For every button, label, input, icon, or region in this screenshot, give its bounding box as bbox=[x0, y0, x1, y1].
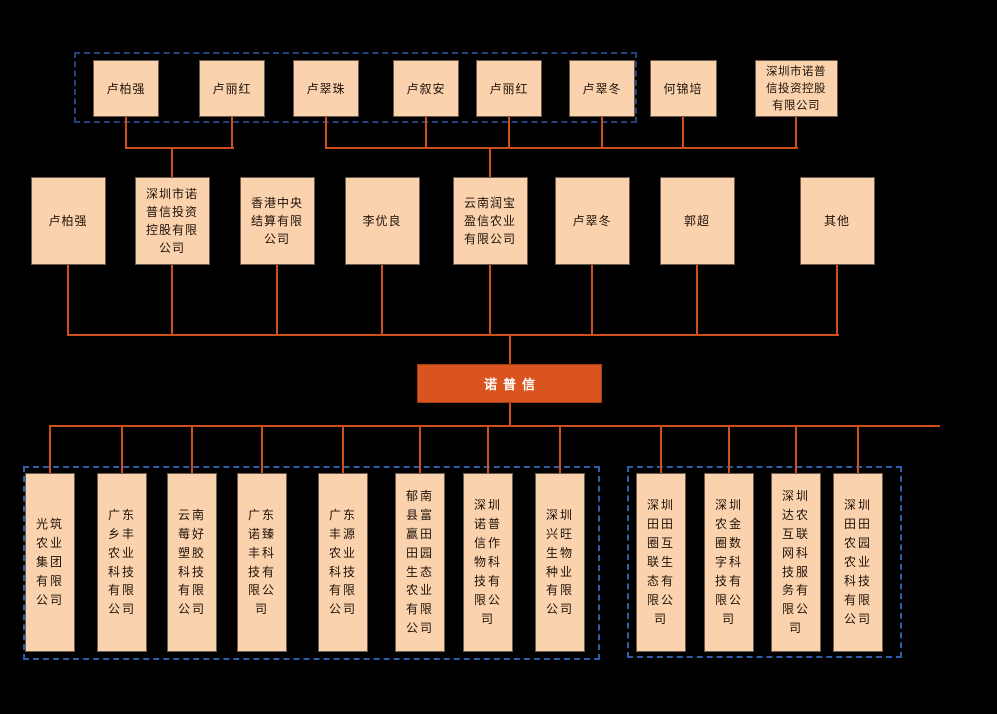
org-node-shareholder-7-label: 其他 bbox=[823, 214, 850, 228]
org-node-shareholder-4-label: 云南润宝盈信农业有限公司 bbox=[463, 196, 516, 246]
org-node-subsidiary-3: 广东诺臻丰科技有限公司 bbox=[237, 473, 287, 652]
org-node-top-5: 卢翠冬 bbox=[569, 60, 635, 117]
org-node-subsidiary-9: 深圳农金圈数字科技有限公司 bbox=[704, 473, 754, 652]
org-node-shareholder-1-label: 深圳市诺普信投资控股有限公司 bbox=[145, 187, 198, 255]
connector-segment bbox=[836, 265, 838, 336]
org-node-top-3: 卢叙安 bbox=[393, 60, 459, 117]
org-node-subsidiary-2: 云南莓好塑胶科技有限公司 bbox=[167, 473, 217, 652]
connector-segment bbox=[125, 117, 127, 149]
org-node-shareholder-5-label: 卢翠冬 bbox=[572, 214, 612, 228]
org-node-subsidiary-3-label: 广东诺臻丰科技有限公司 bbox=[247, 507, 276, 617]
org-node-subsidiary-5: 郁南县富赢田田园生态农业有限公司 bbox=[395, 473, 445, 652]
right-subsidiaries-group-border bbox=[627, 466, 902, 658]
connector-segment bbox=[601, 117, 603, 149]
org-node-subsidiary-0: 光筑农业集团有限公司 bbox=[25, 473, 75, 652]
org-node-shareholder-5: 卢翠冬 bbox=[554, 177, 630, 265]
connector-segment bbox=[67, 334, 839, 336]
connector-segment bbox=[342, 425, 344, 473]
org-node-top-4: 卢丽红 bbox=[476, 60, 542, 117]
connector-segment bbox=[171, 147, 173, 177]
connector-segment bbox=[728, 425, 730, 473]
org-node-subsidiary-7-label: 深圳兴旺生物种业有限公司 bbox=[545, 507, 574, 617]
org-node-top-1-label: 卢丽红 bbox=[212, 81, 252, 96]
org-node-subsidiary-1: 广东乡丰农业科技有限公司 bbox=[97, 473, 147, 652]
org-node-subsidiary-0-label: 光筑农业集团有限公司 bbox=[35, 517, 64, 607]
org-node-shareholder-1: 深圳市诺普信投资控股有限公司 bbox=[134, 177, 210, 265]
org-node-top-2-label: 卢翠珠 bbox=[306, 81, 346, 96]
connector-segment bbox=[795, 117, 797, 149]
org-node-subsidiary-8: 深圳田田圈互联生态有限公司 bbox=[636, 473, 686, 652]
org-node-shareholder-0: 卢柏强 bbox=[30, 177, 106, 265]
connector-segment bbox=[381, 265, 383, 336]
connector-segment bbox=[325, 117, 327, 149]
connector-segment bbox=[696, 265, 698, 336]
connector-segment bbox=[419, 425, 421, 473]
org-node-shareholder-0-label: 卢柏强 bbox=[48, 214, 88, 228]
org-node-top-2: 卢翠珠 bbox=[293, 60, 359, 117]
org-node-top-4-label: 卢丽红 bbox=[489, 81, 529, 96]
org-node-top-6-label: 何锦培 bbox=[663, 81, 703, 96]
connector-segment bbox=[276, 265, 278, 336]
org-node-top-1: 卢丽红 bbox=[199, 60, 265, 117]
org-node-subsidiary-7: 深圳兴旺生物种业有限公司 bbox=[535, 473, 585, 652]
org-node-top-0-label: 卢柏强 bbox=[106, 81, 146, 96]
org-node-subsidiary-8-label: 深圳田田圈互联生态有限公司 bbox=[646, 498, 675, 626]
connector-segment bbox=[857, 425, 859, 473]
connector-segment bbox=[171, 265, 173, 336]
connector-segment bbox=[682, 117, 684, 149]
connector-segment bbox=[261, 425, 263, 473]
org-node-shareholder-6-label: 郭超 bbox=[683, 214, 710, 228]
connector-segment bbox=[591, 265, 593, 336]
org-node-subsidiary-5-label: 郁南县富赢田田园生态农业有限公司 bbox=[405, 488, 434, 636]
org-node-subsidiary-4: 广东丰源农业科技有限公司 bbox=[318, 473, 368, 652]
org-node-shareholder-7: 其他 bbox=[799, 177, 875, 265]
org-node-shareholder-2: 香港中央结算有限公司 bbox=[239, 177, 315, 265]
org-node-subsidiary-11: 深圳田田农园农业科技有限公司 bbox=[833, 473, 883, 652]
org-node-top-3-label: 卢叙安 bbox=[406, 81, 446, 96]
root-company-node: 诺普信 bbox=[417, 364, 602, 403]
org-node-shareholder-2-label: 香港中央结算有限公司 bbox=[250, 196, 303, 246]
connector-segment bbox=[660, 425, 662, 473]
connector-segment bbox=[191, 425, 193, 473]
org-node-top-5-label: 卢翠冬 bbox=[582, 81, 622, 96]
connector-segment bbox=[489, 147, 491, 177]
org-node-shareholder-6: 郭超 bbox=[659, 177, 735, 265]
connector-segment bbox=[325, 147, 798, 149]
org-node-top-7-label: 深圳市诺普信投资控股有限公司 bbox=[766, 63, 826, 113]
family-shareholders-group-border bbox=[74, 52, 637, 123]
connector-segment bbox=[509, 334, 511, 364]
left-subsidiaries-group-border bbox=[23, 466, 600, 660]
connector-segment bbox=[125, 147, 234, 149]
org-node-subsidiary-1-label: 广东乡丰农业科技有限公司 bbox=[107, 507, 136, 617]
connector-segment bbox=[425, 117, 427, 149]
org-node-top-7: 深圳市诺普信投资控股有限公司 bbox=[754, 60, 838, 117]
org-node-subsidiary-9-label: 深圳农金圈数字科技有限公司 bbox=[714, 498, 743, 626]
connector-segment bbox=[121, 425, 123, 473]
connector-segment bbox=[559, 425, 561, 473]
org-node-top-0: 卢柏强 bbox=[93, 60, 159, 117]
org-node-top-6: 何锦培 bbox=[649, 60, 717, 117]
org-node-subsidiary-4-label: 广东丰源农业科技有限公司 bbox=[328, 507, 357, 617]
connector-segment bbox=[67, 265, 69, 336]
connector-segment bbox=[509, 403, 511, 427]
org-node-shareholder-4: 云南润宝盈信农业有限公司 bbox=[452, 177, 528, 265]
org-node-subsidiary-6-label: 深圳诺普信作物科技有限公司 bbox=[473, 498, 502, 626]
connector-segment bbox=[49, 425, 51, 473]
org-node-subsidiary-2-label: 云南莓好塑胶科技有限公司 bbox=[177, 507, 206, 617]
connector-segment bbox=[49, 425, 940, 427]
org-node-subsidiary-11-label: 深圳田田农园农业科技有限公司 bbox=[843, 498, 872, 626]
org-node-subsidiary-10-label: 深圳达农互联网科技服务有限公司 bbox=[781, 488, 810, 636]
connector-segment bbox=[489, 265, 491, 336]
org-node-shareholder-3-label: 李优良 bbox=[362, 214, 402, 228]
connector-segment bbox=[795, 425, 797, 473]
connector-segment bbox=[487, 425, 489, 473]
org-node-subsidiary-6: 深圳诺普信作物科技有限公司 bbox=[463, 473, 513, 652]
connector-segment bbox=[231, 117, 233, 149]
org-node-shareholder-3: 李优良 bbox=[344, 177, 420, 265]
root-company-label: 诺普信 bbox=[483, 378, 541, 393]
connector-segment bbox=[508, 117, 510, 149]
org-node-subsidiary-10: 深圳达农互联网科技服务有限公司 bbox=[771, 473, 821, 652]
